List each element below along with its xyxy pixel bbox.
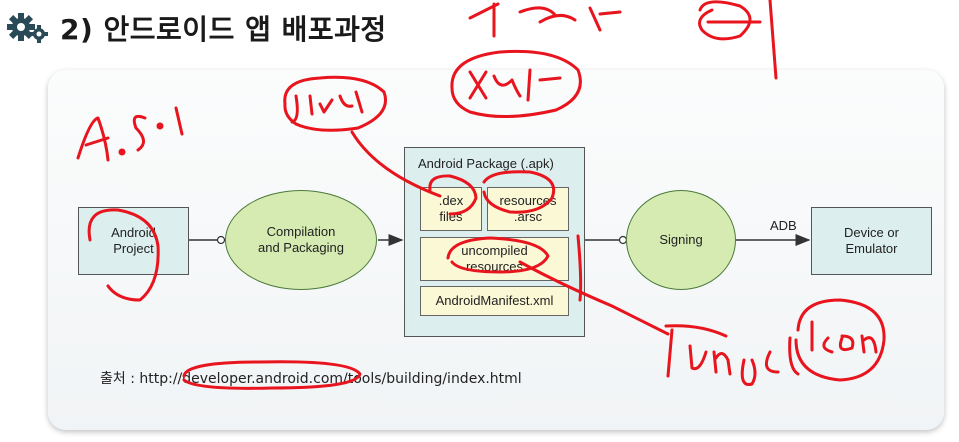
apk-title: Android Package (.apk) xyxy=(418,156,554,171)
title-text: 2) 안드로이드 앱 배포과정 xyxy=(60,13,387,46)
android-manifest-box: AndroidManifest.xml xyxy=(420,286,569,316)
uncompiled-resources-box: uncompiled resources xyxy=(420,237,569,281)
resources-arsc-box: resources .arsc xyxy=(487,187,569,231)
source-caption: 출처 : http://developer.android.com/tools/… xyxy=(100,371,522,387)
device-emulator-box: Device or Emulator xyxy=(811,207,932,275)
compilation-ellipse: Compilation and Packaging xyxy=(225,190,377,290)
android-project-box: Android Project xyxy=(78,207,189,275)
page-title: 2) 안드로이드 앱 배포과정 xyxy=(6,6,387,50)
signing-ellipse: Signing xyxy=(626,190,736,290)
gears-icon xyxy=(7,13,48,43)
adb-label: ADB xyxy=(770,218,797,233)
dex-files-box: .dex files xyxy=(420,187,482,231)
